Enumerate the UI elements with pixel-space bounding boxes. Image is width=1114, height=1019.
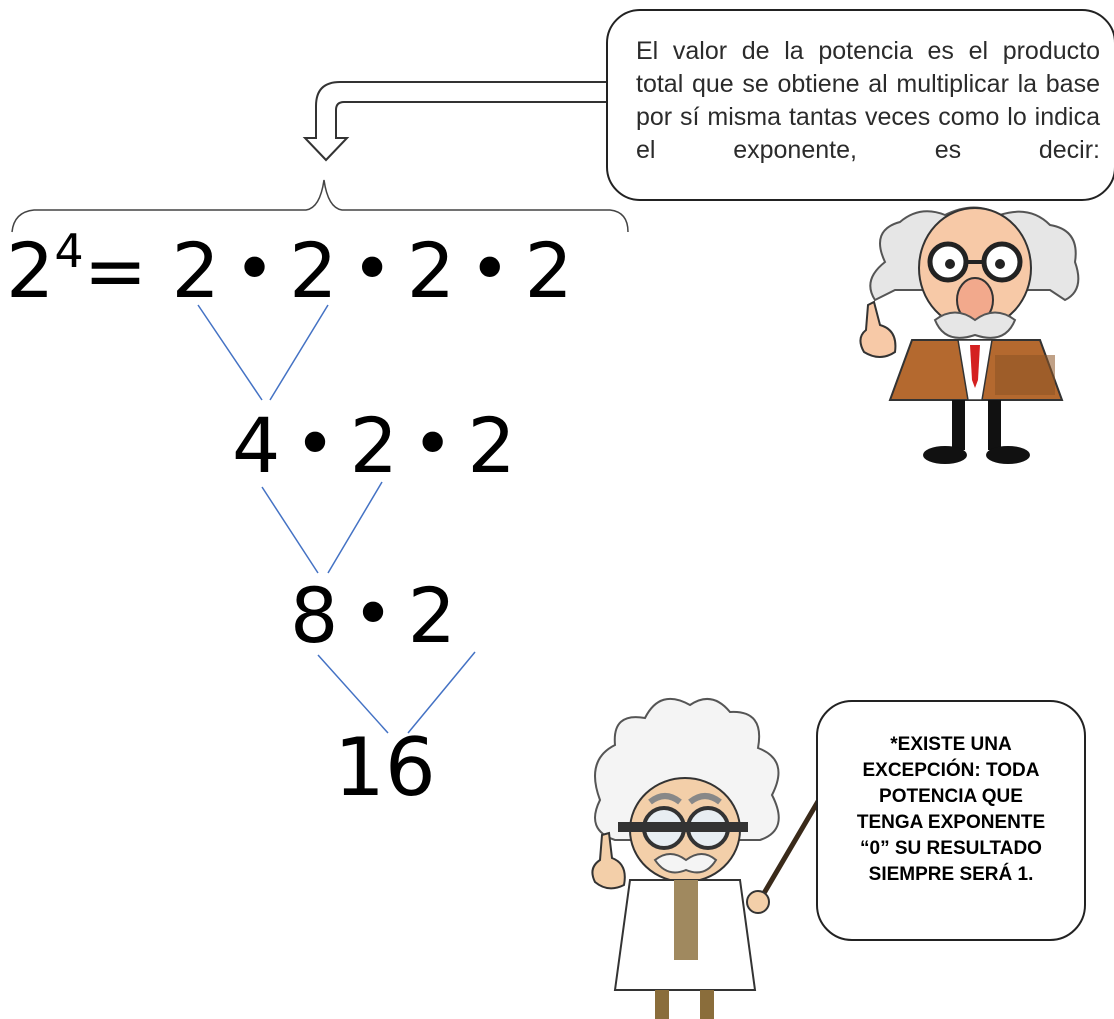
multiply-dot: • (469, 228, 511, 310)
equation-row-2: 4•2•2 (232, 408, 516, 484)
base: 2 (6, 226, 55, 315)
product-8: 8 (290, 571, 339, 660)
connector-line (317, 654, 389, 734)
definition-speech-bubble: El valor de la potencia es el producto t… (606, 9, 1114, 201)
exception-line: SIEMPRE SERÁ 1. (868, 864, 1034, 885)
multiply-dot: • (352, 573, 394, 655)
exception-line: *EXISTE UNA (890, 734, 1012, 755)
factor: 2 (467, 401, 516, 490)
connector-line (269, 304, 329, 401)
factor-3: 2 (406, 226, 456, 315)
exponent: 4 (54, 224, 84, 278)
professor-pointing-icon (859, 206, 1080, 464)
factor-1: = 2 (83, 226, 220, 315)
exception-speech-bubble: *EXISTE UNA EXCEPCIÓN: TODA POTENCIA QUE… (816, 700, 1086, 941)
bent-arrow-icon (302, 81, 607, 162)
scientist-with-pointer-icon (591, 697, 823, 1019)
connector-line (261, 486, 319, 574)
connector-lines (197, 304, 476, 734)
factor: 2 (349, 401, 399, 490)
connector-line (407, 651, 476, 734)
equation-row-3: 8•2 (290, 578, 456, 654)
equation-row-1: 24= 2•2•2•2 (6, 228, 573, 309)
curly-brace (11, 179, 629, 233)
multiply-dot: • (294, 403, 336, 485)
multiply-dot: • (351, 228, 393, 310)
connector-line (327, 481, 383, 574)
multiply-dot: • (412, 403, 454, 485)
exception-line: POTENCIA QUE (879, 786, 1023, 807)
exception-line: EXCEPCIÓN: TODA (862, 760, 1040, 781)
final-result: 16 (334, 721, 436, 814)
definition-text: El valor de la potencia es el producto t… (636, 37, 1100, 164)
exception-line: TENGA EXPONENTE (856, 812, 1046, 833)
factor-2: 2 (289, 226, 338, 315)
product-4: 4 (232, 401, 281, 490)
connector-line (197, 304, 263, 401)
factor-4: 2 (524, 226, 573, 315)
factor: 2 (407, 571, 457, 660)
exception-line: “0” SU RESULTADO (860, 838, 1042, 859)
multiply-dot: • (233, 228, 276, 310)
